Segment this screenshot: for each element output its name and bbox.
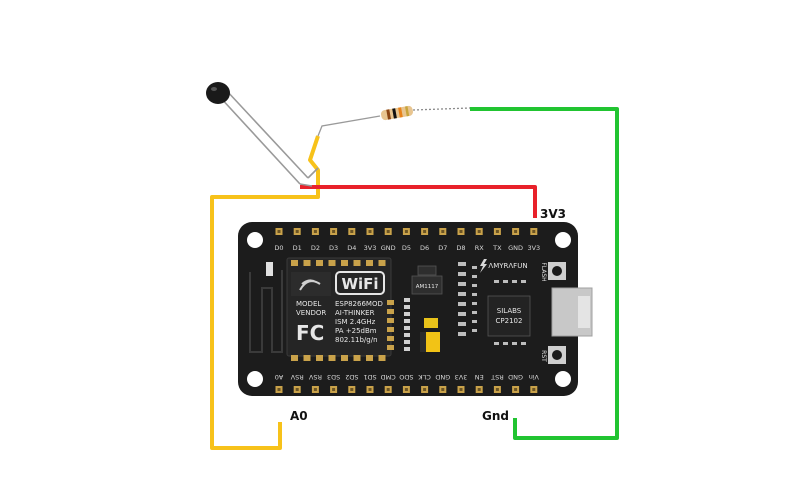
pin-label: GND — [508, 373, 523, 381]
pin-label: GND — [508, 244, 523, 252]
top-pin-labels: D0 D1 D2 D3 D4 3V3 GND D5 D6 D7 D8 RX TX GND 3V3 — [274, 244, 540, 252]
usb-uart-chip — [487, 295, 531, 337]
pin-label: TX — [492, 244, 502, 252]
lightning-icon — [480, 259, 487, 273]
wifi-logo-box — [335, 271, 385, 295]
pin-label: D0 — [274, 244, 283, 252]
gnd-label: Gnd — [482, 409, 509, 423]
pin-label: RST — [491, 373, 504, 381]
thermistor-bead — [206, 82, 230, 104]
antenna-trace — [249, 270, 283, 353]
pin-label: 3V3 — [455, 373, 468, 381]
pin-label: D1 — [293, 244, 302, 252]
pin-label: 3V3 — [364, 244, 377, 252]
espressif-logo — [291, 272, 331, 296]
capacitor — [424, 318, 438, 328]
pin-label: SD3 — [327, 373, 340, 381]
usb-chip-vendor: SILABS — [497, 307, 522, 315]
pin-label: D4 — [347, 244, 356, 252]
pin-label: D6 — [420, 244, 429, 252]
voltage-regulator — [411, 275, 443, 295]
mounting-hole — [555, 371, 571, 387]
pin-label: CLK — [418, 373, 431, 381]
pin-label: RX — [475, 244, 485, 252]
smd-components — [404, 262, 526, 351]
pin-label: SDO — [399, 373, 413, 381]
module-model: MODEL — [296, 300, 321, 308]
pin-label: Vin — [529, 373, 539, 381]
mounting-hole — [247, 371, 263, 387]
rst-label: RST — [540, 350, 547, 362]
module-band: ISM 2.4GHz — [335, 318, 376, 326]
power-wire — [300, 185, 537, 218]
pin-label: A0 — [275, 373, 284, 381]
pin-label: D5 — [402, 244, 411, 252]
pin-label: SD2 — [345, 373, 358, 381]
regulator-label: AM1117 — [416, 284, 439, 290]
pin-label: 3V3 — [527, 244, 540, 252]
module-power: PA +25dBm — [335, 327, 377, 335]
pin-label: D8 — [456, 244, 465, 252]
top-header-pins — [275, 228, 538, 235]
pin-label: GND — [381, 244, 396, 252]
module-pads — [291, 260, 394, 361]
fcc-logo: FC — [296, 321, 324, 345]
usb-chip-model: CP2102 — [496, 317, 523, 325]
ground-wire — [470, 107, 619, 440]
flash-label: FLASH — [540, 262, 547, 281]
pin-label: SD1 — [363, 373, 376, 381]
pin-label: GND — [435, 373, 450, 381]
thermistor — [206, 82, 319, 187]
module-vendor: VENDOR — [296, 309, 326, 317]
pin-label: RSV — [290, 373, 304, 381]
brand-label: ΛMYRΛFUN — [488, 262, 527, 270]
signal-wire — [210, 135, 320, 450]
pin-label: CMD — [381, 373, 396, 381]
pin-label: D3 — [329, 244, 338, 252]
module-maker: AI-THINKER — [335, 309, 375, 317]
mounting-hole — [247, 232, 263, 248]
module-name: ESP8266MOD — [335, 300, 383, 308]
pin-label: EN — [475, 373, 484, 381]
bottom-header-pins — [275, 386, 538, 393]
mounting-hole — [555, 232, 571, 248]
module-standard: 802.11b/g/n — [335, 336, 378, 344]
wifi-logo: WiFi — [341, 275, 378, 293]
vcc-label: 3V3 — [540, 207, 566, 221]
pin-label: D2 — [311, 244, 320, 252]
resistor — [317, 105, 471, 137]
pin-label: RSV — [308, 373, 322, 381]
pin-label: D7 — [438, 244, 447, 252]
adc-label: A0 — [290, 409, 308, 423]
